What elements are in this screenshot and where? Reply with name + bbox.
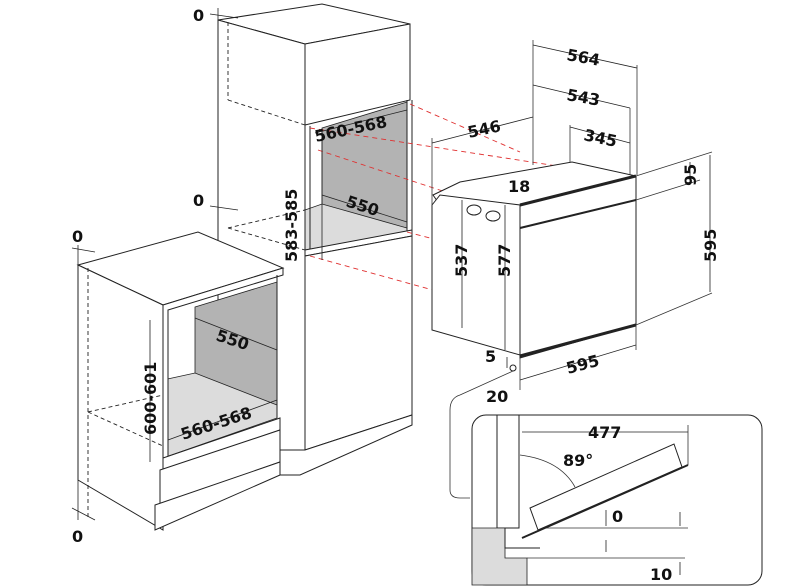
detail-marker-icon	[509, 364, 517, 372]
oven-dimension-lines	[431, 40, 713, 499]
oven	[431, 161, 637, 359]
base-gap-bottom-label: 0	[72, 527, 83, 546]
base-cabinet-plinth	[154, 461, 281, 531]
tall-gap-mid-label: 0	[193, 191, 204, 210]
detail-gap-door-label: 0	[612, 507, 623, 526]
oven-panel-height-label: 95	[681, 164, 700, 186]
oven-front-height-label: 595	[701, 229, 720, 262]
base-niche-height-label: 600-601	[141, 362, 160, 435]
oven-bottom-gap-label: 5	[485, 347, 496, 366]
tall-cabinet-lower-door	[304, 235, 413, 451]
base-cabinet	[76, 231, 285, 531]
base-gap-top-label: 0	[72, 227, 83, 246]
oven-depth-side-label: 546	[466, 116, 503, 142]
tall-niche-height-label: 583-585	[282, 189, 301, 262]
detail-door-depth-label: 477	[588, 423, 621, 442]
oven-height-side-label: 577	[495, 244, 514, 277]
tall-gap-top-label: 0	[193, 6, 204, 25]
vent-hole-icon	[485, 210, 501, 222]
door-detail-inset	[471, 414, 763, 586]
oven-height-body-label: 537	[452, 244, 471, 277]
oven-front-thickness-label: 20	[486, 387, 508, 406]
detail-gap-floor-label: 10	[650, 565, 672, 584]
detail-frame	[471, 414, 763, 586]
oven-depth-front-label: 543	[565, 85, 601, 110]
alignment-guides	[309, 103, 571, 293]
tall-cabinet	[217, 3, 413, 476]
oven-depth-top-label: 345	[582, 125, 619, 151]
oven-depth-total-label: 564	[565, 45, 601, 70]
vent-hole-icon	[466, 204, 482, 216]
oven-front-width-label: 595	[564, 351, 601, 378]
gap-markers	[71, 8, 408, 521]
detail-door-angle-label: 89°	[563, 451, 593, 470]
oven-top-step-label: 18	[508, 177, 530, 196]
base-cabinet-side	[77, 264, 164, 531]
